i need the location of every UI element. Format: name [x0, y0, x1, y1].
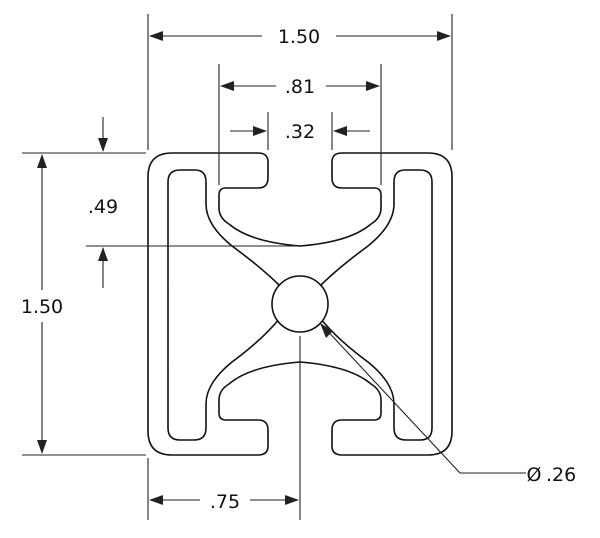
right-cavity — [319, 169, 433, 441]
dim-center-offset: .75 — [147, 336, 301, 520]
dim-slot-opening: .32 — [230, 112, 370, 150]
dim-overall-width: 1.50 — [147, 14, 453, 150]
dim-bore-diameter-symbol: Ø — [527, 464, 542, 486]
extrusion-profile — [147, 152, 453, 456]
dim-overall-height-label: 1.50 — [21, 296, 63, 318]
dim-slot-depth-label: .49 — [88, 196, 118, 218]
dim-bore-diameter-label: .26 — [546, 464, 576, 486]
left-cavity — [167, 169, 281, 441]
dim-overall-width-label: 1.50 — [278, 26, 320, 48]
dim-bore-diameter: Ø .26 — [320, 323, 576, 486]
center-bore — [271, 275, 329, 333]
dim-slot-depth: .49 — [22, 117, 296, 288]
dim-slot-outer: .81 — [218, 64, 382, 185]
dim-slot-outer-label: .81 — [285, 76, 315, 98]
dim-overall-height: 1.50 — [21, 154, 146, 456]
dim-slot-opening-label: .32 — [285, 121, 315, 143]
dim-center-offset-label: .75 — [210, 491, 240, 513]
